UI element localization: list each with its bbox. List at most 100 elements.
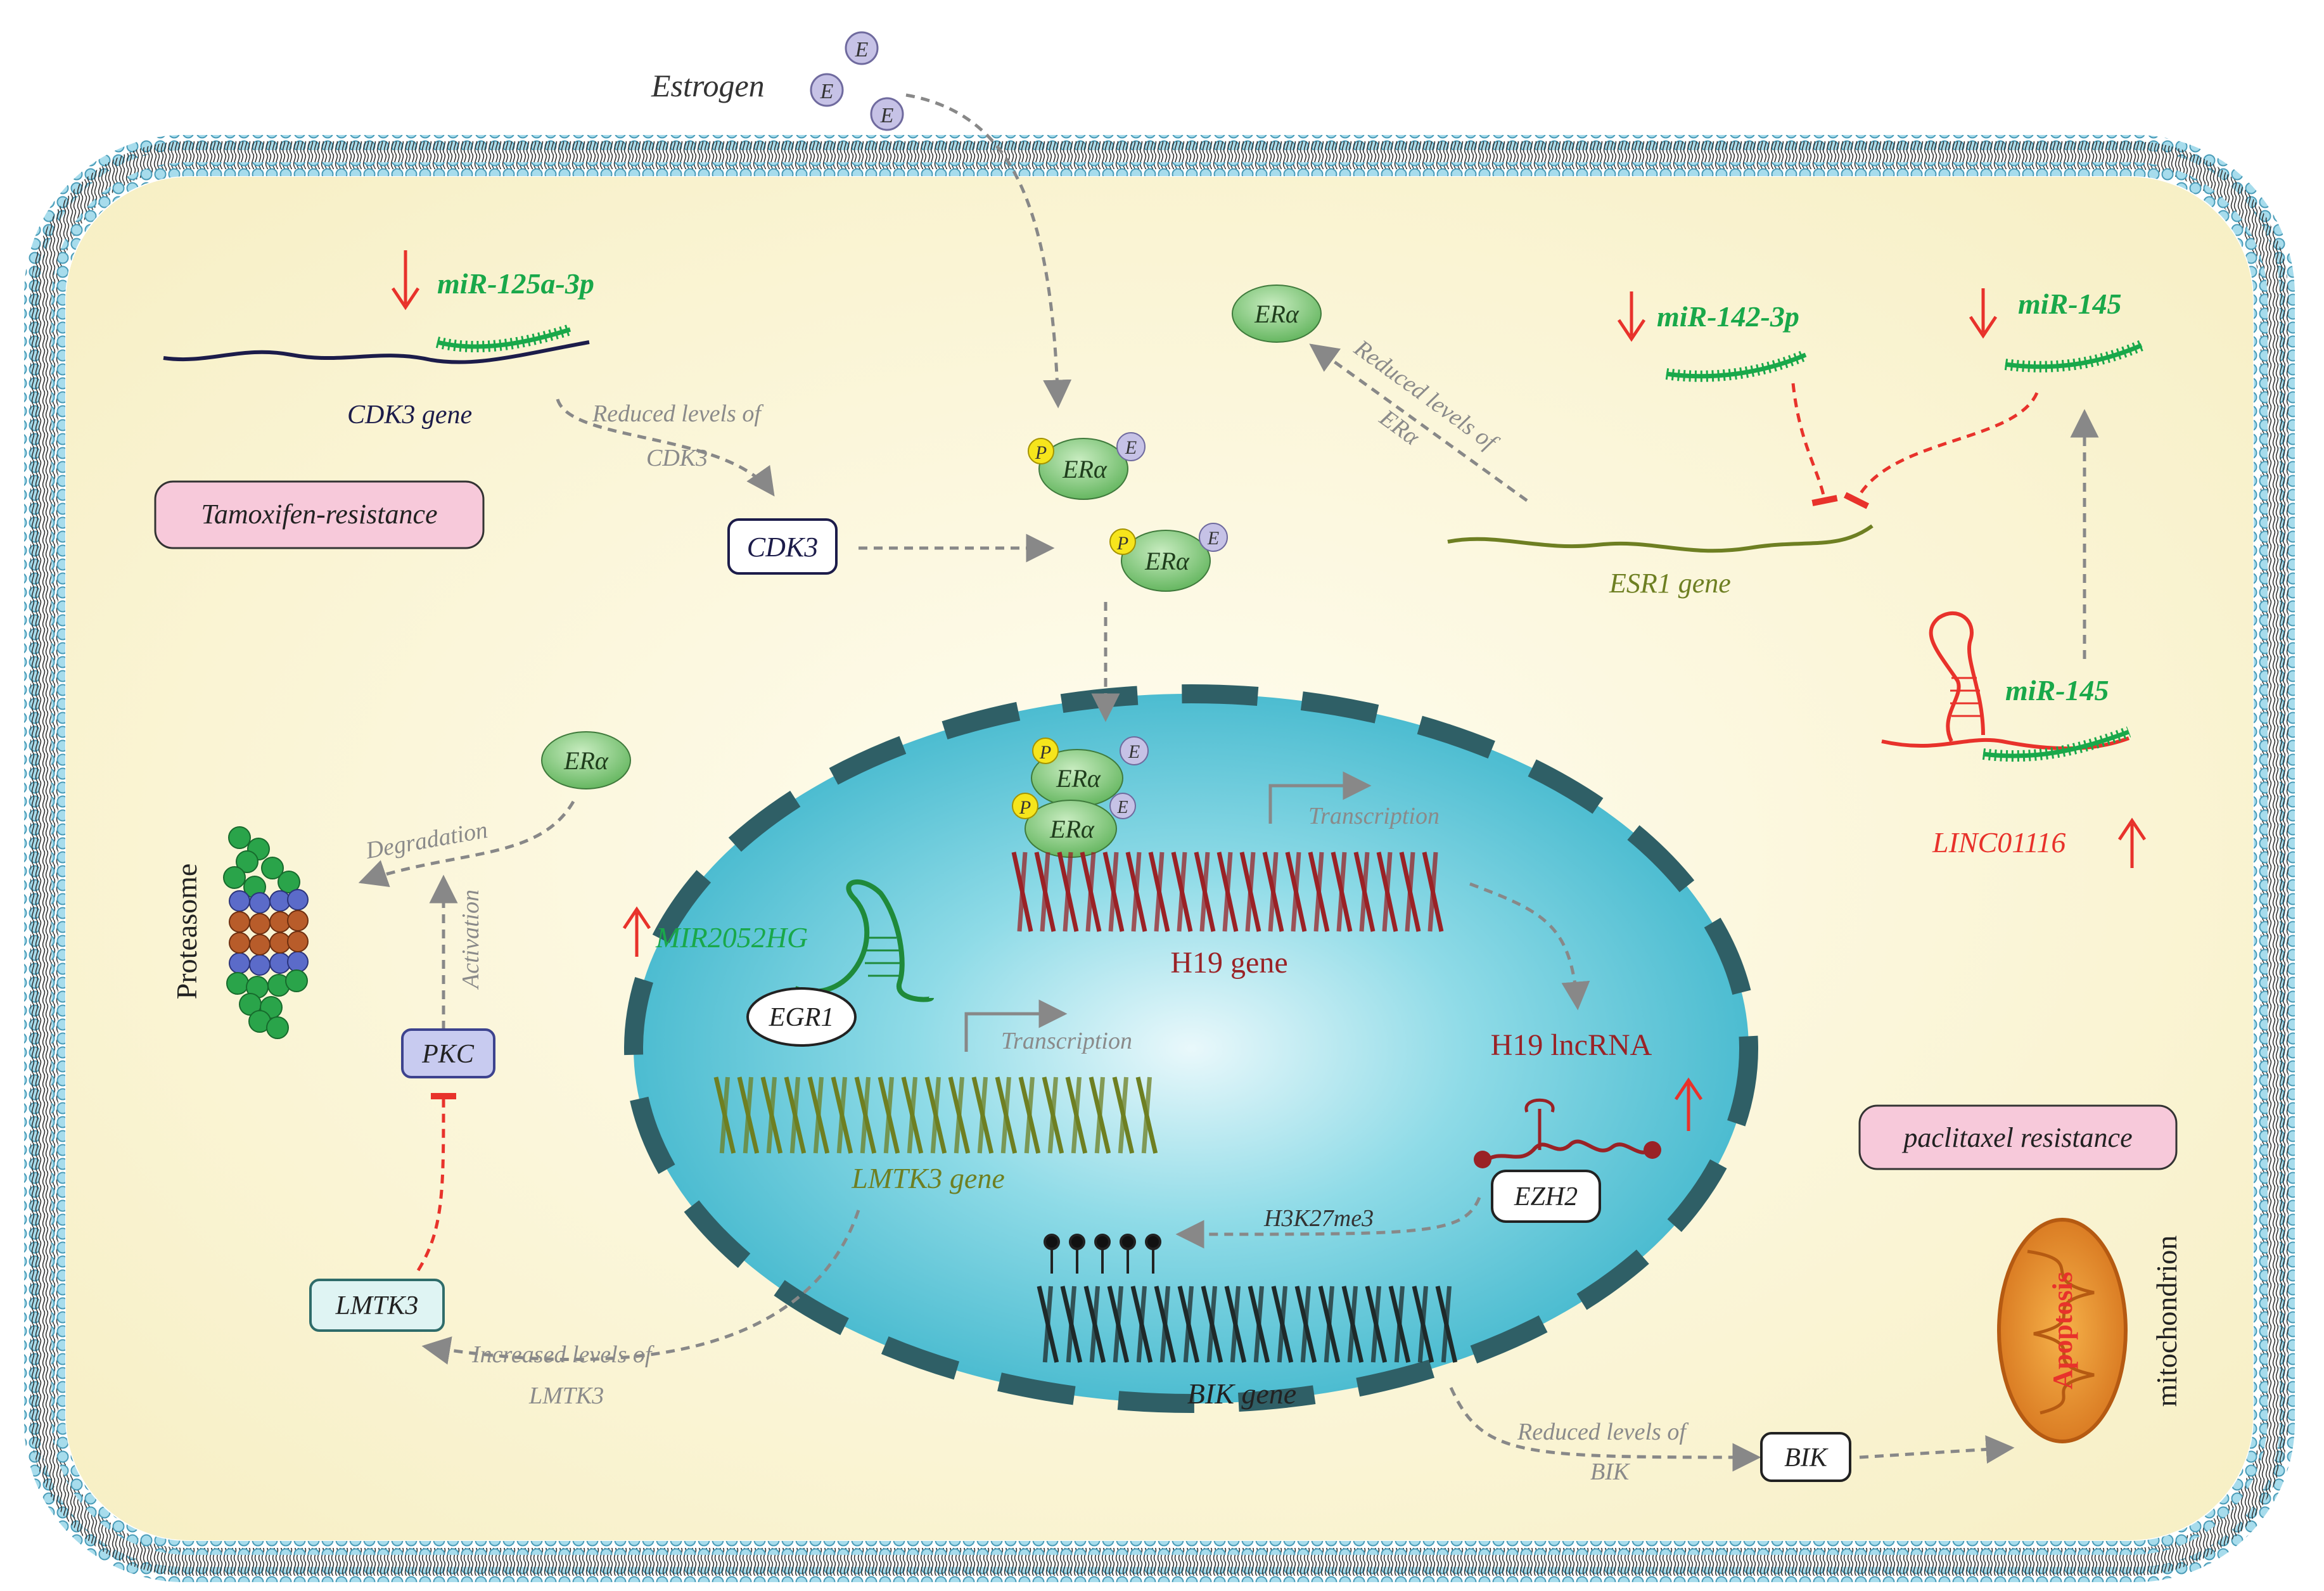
- mir145-top-region: miR-145: [1969, 288, 2144, 373]
- linc01116-label: LINC01116: [1932, 826, 2065, 859]
- era-degraded: ERα: [541, 731, 631, 789]
- svg-text:ERα: ERα: [563, 746, 609, 775]
- esr1-gene-label: ESR1 gene: [1609, 568, 1731, 599]
- h19-lncrna: H19 lncRNA: [1474, 1028, 1703, 1168]
- bik-label: BIK: [1784, 1443, 1829, 1473]
- increased-lmtk3-line2: LMTK3: [528, 1383, 604, 1409]
- svg-text:E: E: [1128, 741, 1140, 762]
- mitochondrion-label: mitochondrion: [2150, 1236, 2183, 1407]
- phospho-marker: [1109, 528, 1136, 555]
- esr1-to-era-arrow: [1309, 343, 1528, 502]
- svg-text:ERα: ERα: [1062, 455, 1108, 483]
- lmtk3-gene: Transcription LMTK3 gene: [713, 999, 1158, 1194]
- mir145-inhibits-esr1: [1843, 392, 2039, 509]
- tamoxifen-resistance-box: Tamoxifen-resistance: [154, 480, 485, 549]
- h19-up-arrow: [1674, 1077, 1703, 1131]
- mir125-down-arrow: [391, 250, 420, 310]
- cdk3gene-to-cdk3-arrow: [556, 399, 775, 497]
- svg-text:E: E: [1207, 528, 1219, 549]
- paclitaxel-resistance-box: paclitaxel resistance: [1858, 1104, 2178, 1170]
- mir142-inhibits-esr1: [1791, 383, 1838, 506]
- svg-text:ERα: ERα: [1254, 300, 1299, 328]
- proteasome: Proteasome: [170, 826, 309, 1039]
- svg-text:E: E: [820, 80, 834, 103]
- estrogen-bound: [1116, 432, 1146, 461]
- bik-gene: BIK gene: [1037, 1234, 1458, 1410]
- methylation-marks: [1044, 1234, 1161, 1274]
- ezh2-protein: EZH2: [1491, 1170, 1601, 1223]
- estrogen-ligand: E: [845, 31, 879, 65]
- bik-gene-label: BIK gene: [1187, 1377, 1296, 1410]
- linc01116-up-arrow: [2117, 817, 2147, 868]
- mir145-lower-label: miR-145: [2005, 674, 2109, 706]
- svg-text:ERα: ERα: [1056, 764, 1101, 793]
- lmtk3gene-to-lmtk3-arrow: [421, 1210, 860, 1365]
- svg-text:E: E: [1125, 437, 1137, 458]
- mir142-region: miR-142-3p: [1617, 291, 1808, 382]
- mir2052hg-up-arrow: [622, 906, 651, 957]
- ezh2-h3k27me3-arrow: [1175, 1197, 1481, 1249]
- estrogen-label: Estrogen: [651, 68, 765, 103]
- lmtk3-protein: LMTK3: [309, 1279, 445, 1332]
- reduced-bik-line2: BIK: [1590, 1459, 1630, 1485]
- estrogen-bound: [1199, 523, 1228, 552]
- proteasome-label: Proteasome: [170, 864, 203, 1000]
- lmtk3-tss-arrow: [964, 999, 1068, 1052]
- estrogen-ligand: E: [810, 73, 844, 107]
- pathway-arrows: [358, 93, 2099, 1472]
- cdk3-gene-region: miR-125a-3p CDK3 gene Reduced levels of …: [163, 250, 763, 471]
- mitochondrion: Apoptosis mitochondrion: [1997, 1218, 2183, 1443]
- linc01116-region: miR-145 LINC01116: [1881, 611, 2147, 868]
- h19-gene-label: H19 gene: [1170, 946, 1287, 980]
- cdk3-gene-strand: [163, 340, 590, 364]
- cdk3-label: CDK3: [747, 532, 818, 563]
- svg-text:P: P: [1039, 742, 1051, 763]
- pkc-label: PKC: [421, 1040, 475, 1069]
- mir145-top-label: miR-145: [2018, 288, 2122, 320]
- lmtk3-gene-label: LMTK3 gene: [851, 1162, 1005, 1194]
- h19-gene: Transcription H19 gene: [1011, 771, 1444, 980]
- mir142-down-arrow: [1617, 291, 1646, 342]
- mir125-mirna: [435, 324, 572, 353]
- mir142-label: miR-142-3p: [1657, 300, 1799, 333]
- svg-text:P: P: [1116, 533, 1128, 554]
- estrogen-ligand: E: [870, 97, 904, 131]
- esr1-gene: ESR1 gene: [1447, 524, 1874, 599]
- era-complex-upper: ERα P E: [1028, 432, 1146, 500]
- svg-text:E: E: [880, 104, 894, 127]
- reduced-cdk3-line2: CDK3: [646, 445, 708, 471]
- lmtk3-label: LMTK3: [335, 1291, 419, 1320]
- estrogen-group: Estrogen E E E: [651, 31, 904, 131]
- transcription-lmtk3-label: Transcription: [1001, 1028, 1132, 1054]
- h19-lncrna-label: H19 lncRNA: [1491, 1028, 1652, 1062]
- nucleus: [624, 684, 1758, 1413]
- svg-text:E: E: [1116, 798, 1128, 817]
- inhibition-lines: [416, 383, 2039, 1272]
- era-complex-lower: ERα P E: [1109, 523, 1228, 592]
- egr1-label: EGR1: [769, 1003, 834, 1032]
- transcription-h19-label: Transcription: [1308, 803, 1440, 829]
- mir2052hg-region: MIR2052HG EGR1: [622, 879, 934, 1047]
- era-dimer-nuclear: ERα P E ERα P E: [1012, 736, 1149, 858]
- mir125-label: miR-125a-3p: [437, 267, 594, 300]
- h19-tss-arrow: [1268, 771, 1372, 824]
- mir145-top-down-arrow: [1969, 288, 1998, 339]
- svg-text:E: E: [855, 38, 869, 61]
- mir2052hg-label: MIR2052HG: [655, 921, 808, 954]
- apoptosis-label: Apoptosis: [2047, 1272, 2078, 1390]
- reduced-cdk3-line1: Reduced levels of: [592, 400, 763, 427]
- era-free-top: ERα: [1232, 284, 1322, 343]
- svg-text:P: P: [1035, 442, 1047, 463]
- svg-text:ERα: ERα: [1144, 547, 1190, 575]
- activation-label: Activation: [457, 890, 484, 990]
- lmtk3-inhibits-pkc: [416, 1092, 457, 1272]
- h3k27me3-label: H3K27me3: [1263, 1205, 1374, 1232]
- phospho-marker: [1028, 438, 1054, 464]
- ezh2-label: EZH2: [1514, 1182, 1578, 1211]
- paclitaxel-label: paclitaxel resistance: [1901, 1122, 2132, 1153]
- bik-protein: BIK: [1760, 1432, 1851, 1482]
- reduced-bik-line1: Reduced levels of: [1517, 1419, 1689, 1445]
- increased-lmtk3-line1: Increased levels of: [471, 1341, 654, 1368]
- svg-text:P: P: [1019, 797, 1031, 818]
